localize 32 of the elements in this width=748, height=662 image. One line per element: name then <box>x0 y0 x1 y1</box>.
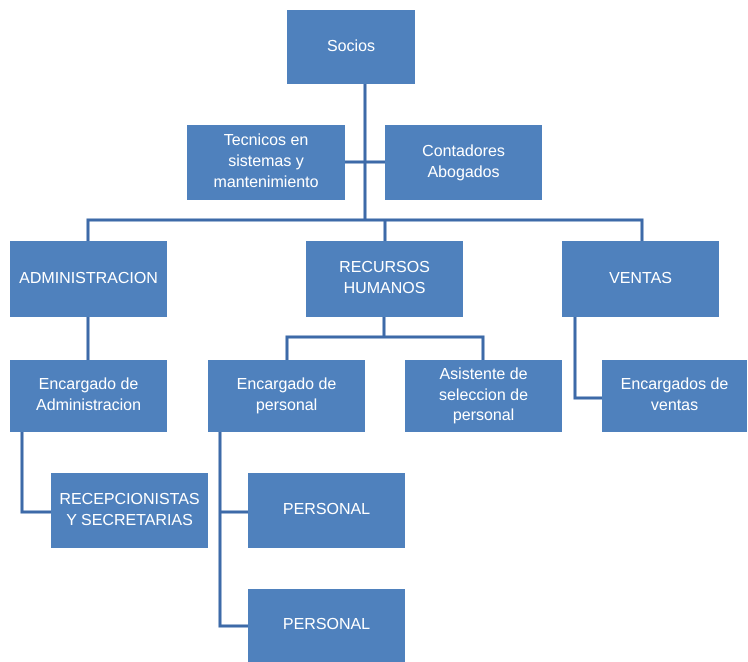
box-label: Encargado de Administracion <box>35 375 142 416</box>
box-label: RECEPCIONISTAS Y SECRETARIAS <box>58 490 201 530</box>
box-label: Encargados de ventas <box>620 375 730 416</box>
org-box <box>562 241 719 317</box>
box-label: Asistente de seleccion de personal <box>438 364 529 426</box>
org-box <box>306 241 463 317</box>
org-box <box>248 589 405 662</box>
box-label: VENTAS <box>609 268 672 289</box>
org-box <box>602 360 747 432</box>
connector-line <box>574 317 602 400</box>
connector-line <box>86 317 90 360</box>
org-box <box>385 125 542 200</box>
org-box <box>10 360 167 432</box>
box-label: Tecnicos en sistemas y mantenimiento <box>212 131 320 193</box>
org-box <box>287 10 415 84</box>
box-label: Socios <box>326 36 376 57</box>
org-box <box>405 360 562 432</box>
org-box <box>10 241 167 317</box>
org-box <box>51 473 208 548</box>
connector-line <box>218 432 248 628</box>
box-label: Contadores Abogados <box>421 142 506 182</box>
connector-line <box>364 84 644 241</box>
box-label: RECURSOS HUMANOS <box>338 258 431 299</box>
connector-line <box>20 432 51 514</box>
box-label: PERSONAL <box>282 500 370 520</box>
connector-line <box>382 317 484 360</box>
org-box <box>248 473 405 548</box>
box-label: Encargado de personal <box>236 375 338 416</box>
box-label: ADMINISTRACION <box>19 268 158 289</box>
org-box <box>208 360 365 432</box>
org-box <box>187 125 345 200</box>
box-label: PERSONAL <box>282 615 370 636</box>
